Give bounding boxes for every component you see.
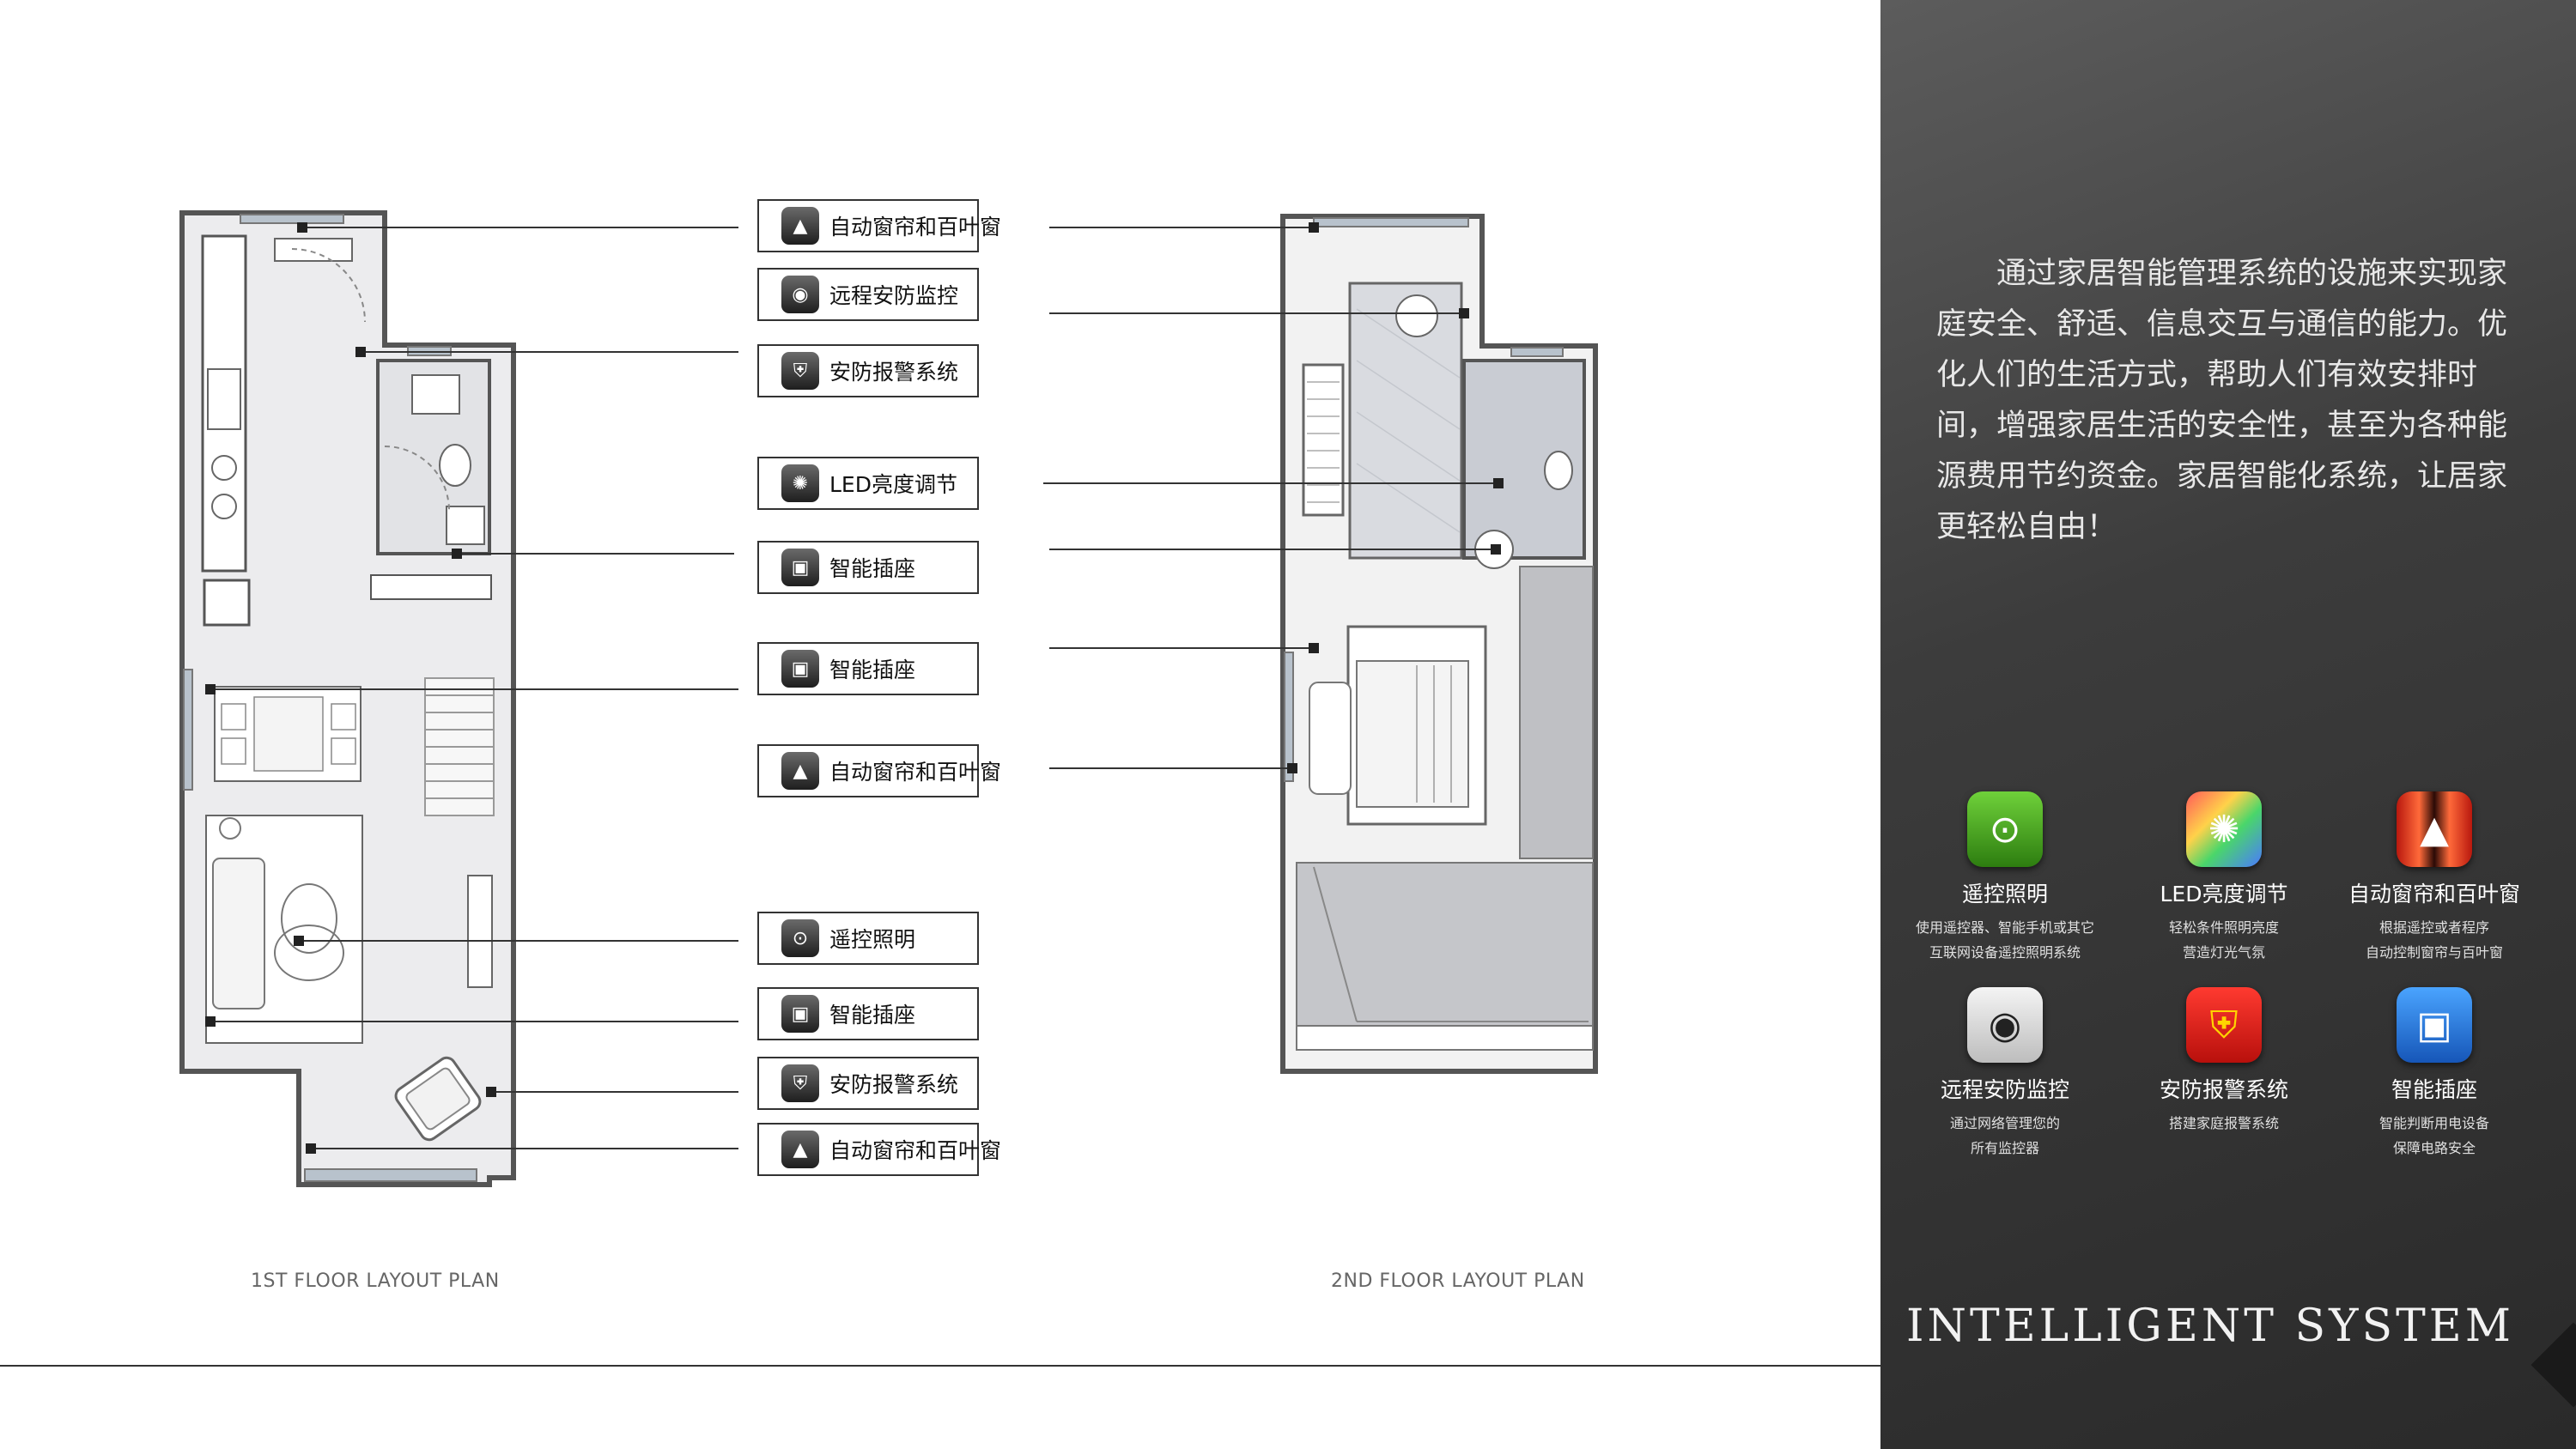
socket-icon: ▣ (2397, 987, 2472, 1063)
intro-paragraph: 通过家居智能管理系统的设施来实现家庭安全、舒适、信息交互与通信的能力。优化人们的… (1936, 257, 2508, 544)
callout-label: 安防报警系统 (829, 1072, 959, 1097)
callout-socket-1: ▣ 智能插座 (757, 541, 979, 594)
antenna-icon: ⊙ (781, 919, 819, 957)
callout-socket-2: ▣ 智能插座 (757, 642, 979, 695)
floor-plan-diagram (179, 210, 1598, 1187)
app-desc: 搭建家庭报警系统 (2168, 1115, 2279, 1131)
app-name: 遥控照明 (1961, 882, 2048, 906)
callout-curtain-2: ▲ 自动窗帘和百叶窗 (757, 744, 1001, 797)
app-desc: 轻松条件照明亮度 营造灯光气氛 (2168, 919, 2279, 961)
info-panel: 通过家居智能管理系统的设施来实现家庭安全、舒适、信息交互与通信的能力。优化人们的… (1880, 0, 2576, 1449)
curtain-icon: ▲ (781, 1131, 819, 1168)
socket-icon: ▣ (781, 549, 819, 586)
camera-icon: ◉ (1967, 987, 2043, 1063)
callout-label: 自动窗帘和百叶窗 (829, 215, 1002, 239)
socket-icon: ▣ (781, 650, 819, 688)
app-led-dimming: ✺ LED亮度调节 轻松条件照明亮度 营造灯光气氛 (2117, 791, 2331, 965)
callout-label: 自动窗帘和百叶窗 (829, 1138, 1002, 1163)
callout-camera: ◉ 远程安防监控 (757, 268, 979, 321)
shield-icon: ⛨ (2186, 987, 2262, 1063)
first-floor-title: 1ST FLOOR LAYOUT PLAN (251, 1270, 500, 1292)
callout-led: ✺ LED亮度调节 (757, 457, 979, 510)
first-floor-plan (179, 210, 516, 1187)
app-name: 安防报警系统 (2159, 1077, 2288, 1102)
app-desc: 智能判断用电设备 保障电路安全 (2379, 1115, 2489, 1156)
app-curtains: ▲ 自动窗帘和百叶窗 根据遥控或者程序 自动控制窗帘与百叶窗 (2327, 791, 2542, 965)
curtain-icon: ▲ (2397, 791, 2472, 867)
curtain-icon: ▲ (781, 207, 819, 245)
app-name: 自动窗帘和百叶窗 (2348, 882, 2520, 906)
shield-icon: ⛨ (781, 352, 819, 390)
bulb-icon: ✺ (781, 464, 819, 502)
callout-label: 遥控照明 (829, 927, 916, 952)
app-desc: 根据遥控或者程序 自动控制窗帘与百叶窗 (2365, 919, 2503, 961)
camera-icon: ◉ (781, 276, 819, 313)
callout-remote-light: ⊙ 遥控照明 (757, 912, 979, 965)
callout-alarm-2: ⛨ 安防报警系统 (757, 1057, 979, 1110)
second-floor-title: 2ND FLOOR LAYOUT PLAN (1331, 1270, 1585, 1292)
curtain-icon: ▲ (781, 752, 819, 790)
callout-label: 自动窗帘和百叶窗 (829, 760, 1002, 785)
app-smart-socket: ▣ 智能插座 智能判断用电设备 保障电路安全 (2327, 987, 2542, 1161)
system-title: INTELLIGENT SYSTEM (1906, 1300, 2514, 1352)
leader-lines-first-floor (210, 227, 738, 1149)
leader-lines-second-floor (1043, 227, 1498, 769)
app-desc: 通过网络管理您的 所有监控器 (1949, 1115, 2060, 1156)
callout-label: 智能插座 (829, 556, 916, 581)
bulb-icon: ✺ (2186, 791, 2262, 867)
corner-decoration (2530, 1322, 2576, 1408)
app-remote-monitoring: ◉ 远程安防监控 通过网络管理您的 所有监控器 (1898, 987, 2112, 1161)
app-security-alarm: ⛨ 安防报警系统 搭建家庭报警系统 (2117, 987, 2331, 1136)
callout-label: 安防报警系统 (829, 360, 959, 385)
shield-icon: ⛨ (781, 1064, 819, 1102)
app-name: 远程安防监控 (1940, 1077, 2069, 1102)
divider-line (0, 1365, 1880, 1367)
callout-label: 智能插座 (829, 1003, 916, 1028)
callout-curtain-1: ▲ 自动窗帘和百叶窗 (757, 199, 1001, 252)
app-remote-lighting: ⊙ 遥控照明 使用遥控器、智能手机或其它 互联网设备遥控照明系统 (1898, 791, 2112, 965)
second-floor-plan (1280, 214, 1598, 1074)
callout-curtain-3: ▲ 自动窗帘和百叶窗 (757, 1123, 1001, 1176)
callout-socket-3: ▣ 智能插座 (757, 987, 979, 1040)
antenna-icon: ⊙ (1967, 791, 2043, 867)
socket-icon: ▣ (781, 995, 819, 1033)
app-name: LED亮度调节 (2160, 882, 2288, 906)
app-desc: 使用遥控器、智能手机或其它 互联网设备遥控照明系统 (1915, 919, 2094, 961)
drawing-sheet: ▲ 自动窗帘和百叶窗 ◉ 远程安防监控 ⛨ 安防报警系统 ✺ LED亮度调节 ▣… (179, 199, 1598, 1292)
callout-label: LED亮度调节 (829, 472, 957, 497)
callout-alarm-1: ⛨ 安防报警系统 (757, 344, 979, 397)
callout-label: 智能插座 (829, 658, 916, 682)
app-name: 智能插座 (2391, 1077, 2477, 1102)
callout-label: 远程安防监控 (829, 283, 959, 308)
